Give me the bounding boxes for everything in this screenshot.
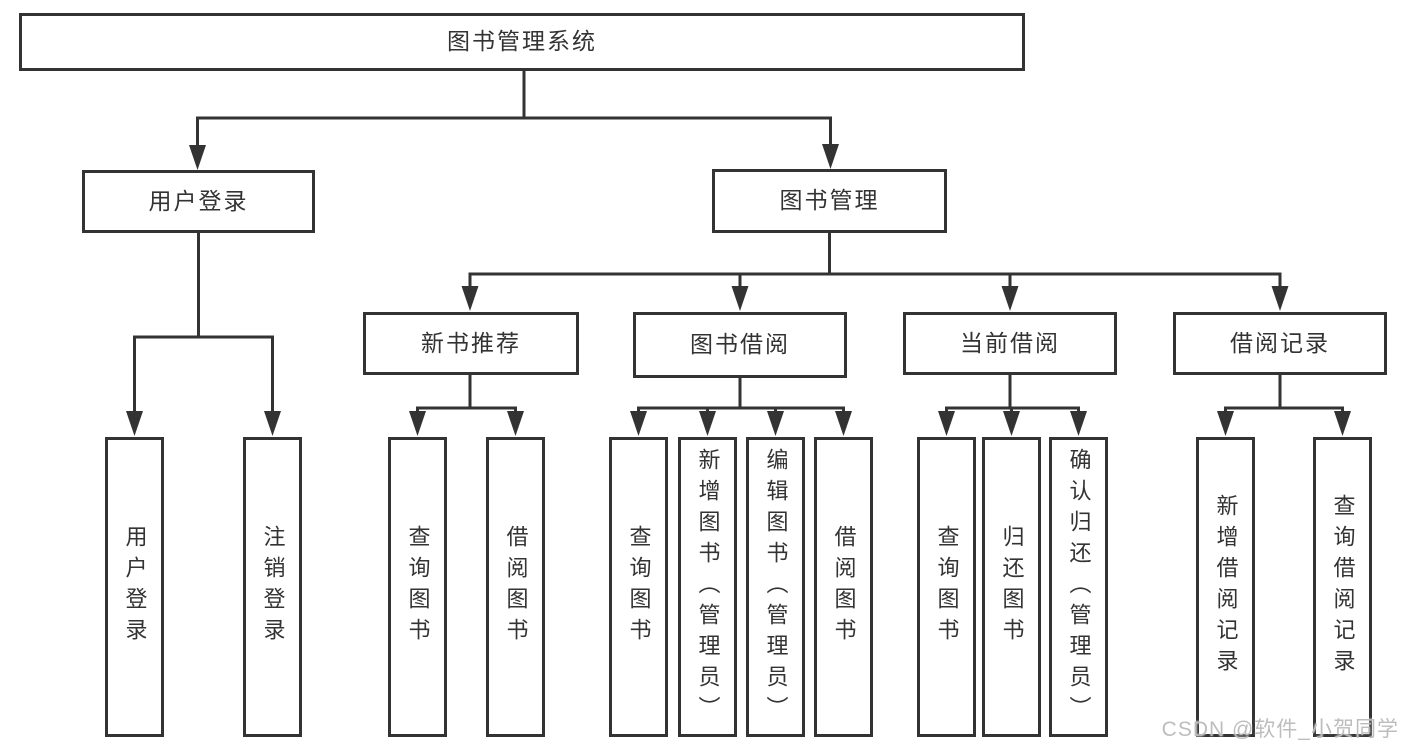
node-root-label: 图书管理系统 [447, 28, 597, 55]
leaf-query-books-recommend-label: 查询图书 [405, 525, 431, 649]
leaf-return-books: 归还图书 [982, 437, 1041, 737]
node-book-borrowing: 图书借阅 [633, 312, 847, 378]
leaf-add-borrow-record: 新增借阅记录 [1196, 437, 1255, 737]
node-borrow-records: 借阅记录 [1173, 312, 1387, 375]
leaf-query-books-recommend: 查询图书 [388, 437, 447, 737]
node-book-borrowing-label: 图书借阅 [690, 331, 790, 358]
node-user-login-branch: 用户登录 [82, 170, 315, 233]
leaf-user-login: 用户登录 [105, 437, 164, 737]
leaf-return-books-label: 归还图书 [999, 525, 1025, 649]
leaf-query-borrow-record: 查询借阅记录 [1313, 437, 1372, 737]
leaf-add-book-admin: 新增图书（管理员） [678, 437, 737, 737]
leaf-user-login-label: 用户登录 [122, 525, 148, 649]
leaf-edit-book-admin: 编辑图书（管理员） [746, 437, 805, 737]
leaf-query-books-current-label: 查询图书 [934, 525, 960, 649]
leaf-logout: 注销登录 [243, 437, 302, 737]
leaf-query-borrow-record-label: 查询借阅记录 [1330, 494, 1356, 680]
leaf-add-book-admin-label: 新增图书（管理员） [695, 447, 721, 727]
leaf-borrow-books-recommend-label: 借阅图书 [503, 525, 529, 649]
leaf-query-books-borrowing: 查询图书 [609, 437, 668, 737]
leaf-query-books-borrowing-label: 查询图书 [626, 525, 652, 649]
node-user-login-branch-label: 用户登录 [148, 187, 249, 214]
leaf-confirm-return-admin-label: 确认归还（管理员） [1066, 447, 1092, 727]
leaf-add-borrow-record-label: 新增借阅记录 [1213, 494, 1239, 680]
leaf-edit-book-admin-label: 编辑图书（管理员） [763, 447, 789, 727]
leaf-borrow-books-borrowing: 借阅图书 [814, 437, 873, 737]
node-borrow-records-label: 借阅记录 [1230, 329, 1330, 356]
leaf-confirm-return-admin: 确认归还（管理员） [1049, 437, 1108, 737]
leaf-logout-label: 注销登录 [260, 525, 286, 649]
leaf-borrow-books-borrowing-label: 借阅图书 [831, 525, 857, 649]
leaf-borrow-books-recommend: 借阅图书 [486, 437, 545, 737]
node-book-management: 图书管理 [712, 169, 947, 233]
node-book-management-label: 图书管理 [779, 187, 880, 214]
node-current-borrowing-label: 当前借阅 [960, 329, 1060, 356]
node-new-book-recommend-label: 新书推荐 [421, 329, 521, 356]
csdn-watermark: CSDN @软件_小贺同学 [1161, 718, 1399, 741]
node-root: 图书管理系统 [19, 13, 1025, 71]
node-new-book-recommend: 新书推荐 [363, 312, 579, 375]
leaf-query-books-current: 查询图书 [917, 437, 976, 737]
node-current-borrowing: 当前借阅 [903, 312, 1117, 375]
